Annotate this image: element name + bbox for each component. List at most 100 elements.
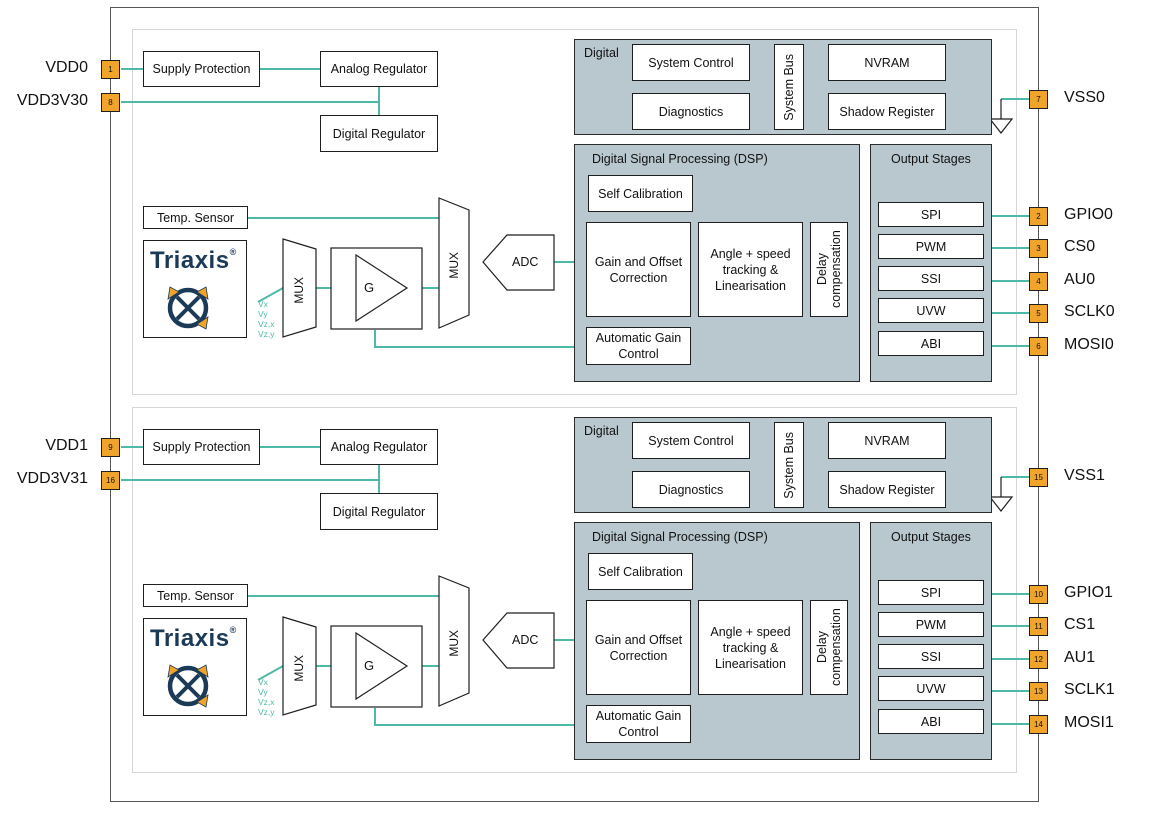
pin-vss: 15	[1029, 468, 1048, 487]
signal-vx: Vx	[258, 299, 268, 309]
wire-signal-bus	[257, 287, 284, 303]
shadow-register-label: Shadow Register	[839, 104, 935, 119]
temp-sensor-label: Temp. Sensor	[156, 588, 235, 603]
mux2-shape	[438, 575, 470, 707]
signal-vzy: Vz,y	[258, 329, 275, 339]
dsp-title: Digital Signal Processing (DSP)	[592, 152, 768, 166]
signal-vzx: Vz,x	[258, 697, 275, 707]
system-control-label: System Control	[648, 433, 734, 448]
temp-sensor: Temp. Sensor	[143, 584, 248, 607]
output-stage-abi: ABI	[878, 709, 984, 734]
output-stage-pwm: PWM	[878, 234, 984, 259]
triaxis-wordmark: Triaxis®	[150, 625, 237, 653]
gain-offset-correction: Gain and Offset Correction	[586, 222, 691, 317]
pin-out-4: 6	[1029, 337, 1048, 356]
agc-label: Automatic Gain Control	[595, 331, 682, 361]
package-outline	[110, 7, 1039, 802]
wiring	[121, 68, 1029, 348]
diagnostics: Diagnostics	[632, 93, 750, 130]
amplifier-triangle	[355, 253, 409, 323]
supply-protection: Supply Protection	[143, 51, 260, 87]
signal-vx: Vx	[258, 677, 268, 687]
logo-text: Triaxis	[150, 247, 230, 274]
triaxis-logo: Triaxis®	[143, 618, 247, 716]
die-1: Supply Protection Analog Regulator Digit…	[0, 385, 1149, 773]
die-0: Supply Protection Analog Regulator Digit…	[0, 7, 1149, 395]
pin-out-2: 4	[1029, 272, 1048, 291]
system-bus-label: System Bus	[782, 53, 796, 121]
output-stage-pwm: PWM	[878, 612, 984, 637]
system-control: System Control	[632, 44, 750, 81]
pin-out-3: 5	[1029, 304, 1048, 323]
nvram: NVRAM	[828, 422, 946, 459]
self-calibration-label: Self Calibration	[598, 564, 683, 579]
nvram: NVRAM	[828, 44, 946, 81]
output-stage-spi: SPI	[878, 580, 984, 605]
pin-vdd: 1	[101, 60, 120, 79]
angle-speed-label: Angle + speed tracking & Linearisation	[710, 246, 791, 293]
pin-vdd: 9	[101, 438, 120, 457]
signal-labels: Vx Vy Vz,x Vz,y	[258, 677, 275, 717]
gain-offset-label: Gain and Offset Correction	[594, 632, 683, 663]
delay-label: Delay compensation	[815, 608, 843, 687]
output-stage-ssi: SSI	[878, 266, 984, 291]
automatic-gain-control: Automatic Gain Control	[586, 705, 691, 743]
pin-vdd-label: VDD0	[45, 59, 88, 76]
wire-signal-bus	[257, 665, 284, 681]
pin-out-3-label: SCLK0	[1064, 303, 1115, 320]
pin-out-2-label: AU1	[1064, 649, 1096, 666]
output-stage-uvw: UVW	[878, 676, 984, 701]
pin-vdd3v3-label: VDD3V30	[16, 92, 88, 109]
wiring	[121, 446, 1029, 726]
triaxis-emblem-icon	[167, 286, 209, 330]
pin-out-3: 13	[1029, 682, 1048, 701]
triaxis-wordmark: Triaxis®	[150, 247, 237, 275]
pin-out-2-label: AU0	[1064, 271, 1096, 288]
pin-out-0-label: GPIO1	[1064, 584, 1113, 601]
logo-text: Triaxis	[150, 625, 230, 652]
triaxis-emblem-icon	[167, 664, 209, 708]
system-bus-label: System Bus	[782, 431, 796, 499]
pin-out-4-label: MOSI0	[1064, 336, 1114, 353]
shadow-register: Shadow Register	[828, 93, 946, 130]
output-stages-title: Output Stages	[891, 152, 971, 166]
system-bus: System Bus	[774, 422, 804, 508]
system-control-label: System Control	[648, 55, 734, 70]
ground-symbol	[988, 496, 1014, 512]
mux1-shape	[282, 238, 317, 338]
registered-mark: ®	[229, 247, 237, 257]
dsp-title: Digital Signal Processing (DSP)	[592, 530, 768, 544]
pin-out-0: 10	[1029, 585, 1048, 604]
nvram-label: NVRAM	[864, 55, 910, 70]
delay-compensation: Delay compensation	[810, 222, 848, 317]
signal-labels: Vx Vy Vz,x Vz,y	[258, 299, 275, 339]
delay-label: Delay compensation	[815, 230, 843, 309]
mux2-label: MUX	[447, 252, 461, 279]
adc-label: ADC	[512, 255, 539, 269]
wire-agc-feedback	[374, 330, 586, 348]
output-stage-spi: SPI	[878, 202, 984, 227]
self-calibration: Self Calibration	[588, 553, 693, 590]
supply-protection: Supply Protection	[143, 429, 260, 465]
supply-protection-label: Supply Protection	[152, 440, 251, 454]
digital-regulator: Digital Regulator	[320, 493, 438, 530]
system-bus: System Bus	[774, 44, 804, 130]
amplifier-triangle	[355, 631, 409, 701]
diagnostics-label: Diagnostics	[658, 104, 724, 119]
pin-out-1-label: CS0	[1064, 238, 1096, 255]
mux2-label: MUX	[447, 630, 461, 657]
pin-out-4-label: MOSI1	[1064, 714, 1114, 731]
adc-shape	[482, 612, 555, 669]
pin-out-4: 14	[1029, 715, 1048, 734]
diagnostics-label: Diagnostics	[658, 482, 724, 497]
analog-regulator-label: Analog Regulator	[330, 62, 428, 76]
wire-agc-feedback	[374, 708, 586, 726]
pin-out-1: 11	[1029, 617, 1048, 636]
signal-vzy: Vz,y	[258, 707, 275, 717]
output-stages-title: Output Stages	[891, 530, 971, 544]
digital-regulator-label: Digital Regulator	[332, 126, 426, 141]
shadow-register: Shadow Register	[828, 471, 946, 508]
digital-regulator-label: Digital Regulator	[332, 504, 426, 519]
gain-offset-label: Gain and Offset Correction	[594, 254, 683, 285]
